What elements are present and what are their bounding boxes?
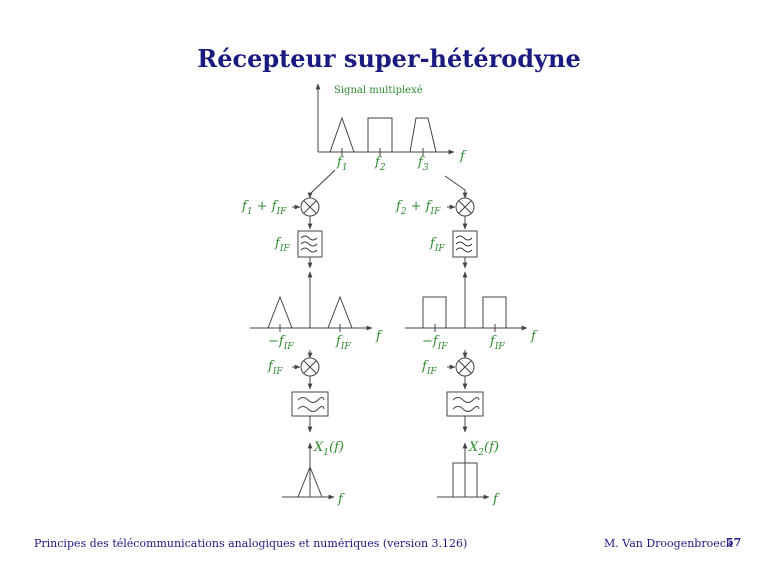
connector-left	[307, 169, 336, 199]
left-spectrum-pos-triangle	[327, 295, 353, 329]
right-bandpass-filter	[452, 230, 478, 258]
right-mixer-2	[455, 357, 475, 377]
left-output-spectrum: X1(f) f	[282, 440, 345, 507]
left-if-spectrum: −fIF fIF f	[250, 271, 383, 352]
right-output-label: X2(f)	[468, 440, 499, 458]
footer-author: M. Van Droogenbroeck	[604, 537, 733, 550]
right-output-rect	[452, 462, 478, 497]
left-filter-label: fIF	[274, 236, 290, 254]
left-spectrum-neg-triangle	[267, 295, 293, 329]
connector-right	[444, 175, 468, 199]
left-bandpass-filter	[297, 230, 323, 258]
right-axis-label: f	[530, 329, 538, 344]
left-branch: f1 + fIF fIF −fIF fIF f fIF	[241, 197, 383, 507]
right-mixer	[455, 197, 475, 217]
left-output-axis-label: f	[337, 492, 345, 507]
slide-title: Récepteur super-hétérodyne	[197, 44, 581, 73]
left-axis-label: f	[375, 329, 383, 344]
tick-label-f1: f1	[336, 155, 348, 173]
spectrum-rect-f2	[367, 117, 393, 152]
right-tick-label-pos: fIF	[489, 334, 505, 352]
top-axis-label: f	[459, 149, 467, 164]
right-mixer2-input-label: fIF	[421, 359, 437, 377]
right-spectrum-pos-rect	[482, 296, 507, 328]
spectrum-trapezoid-f3	[409, 117, 437, 153]
left-mixer2-input-label: fIF	[267, 359, 283, 377]
right-mixer-input-label: f2 + fIF	[395, 199, 441, 217]
tick-label-f2: f2	[374, 155, 386, 173]
right-spectrum-neg-rect	[422, 296, 447, 328]
top-spectrum: Signal multiplexé f f1 f2 f3	[315, 83, 467, 173]
right-filter-label: fIF	[429, 236, 445, 254]
tick-label-f3: f3	[417, 155, 429, 173]
left-mixer-input-label: f1 + fIF	[241, 199, 287, 217]
page-number: 57	[726, 536, 742, 549]
right-lowpass-filter	[446, 391, 484, 417]
left-tick-label-neg: −fIF	[268, 334, 294, 352]
right-output-spectrum: X2(f) f	[437, 440, 500, 507]
spectrum-triangle-f1	[329, 116, 355, 153]
footer-course-title: Principes des télécommunications analogi…	[34, 537, 468, 550]
left-output-triangle	[297, 465, 323, 498]
right-output-axis-label: f	[492, 492, 500, 507]
left-tick-label-pos: fIF	[335, 334, 351, 352]
left-mixer	[300, 197, 320, 217]
right-tick-label-neg: −fIF	[422, 334, 448, 352]
left-lowpass-filter	[291, 391, 329, 417]
left-mixer-2	[300, 357, 320, 377]
left-output-label: X1(f)	[313, 440, 344, 458]
right-if-spectrum: −fIF fIF f	[405, 271, 538, 352]
right-branch: f2 + fIF fIF −fIF fIF f fIF	[395, 197, 538, 507]
top-spectrum-label: Signal multiplexé	[334, 85, 423, 96]
